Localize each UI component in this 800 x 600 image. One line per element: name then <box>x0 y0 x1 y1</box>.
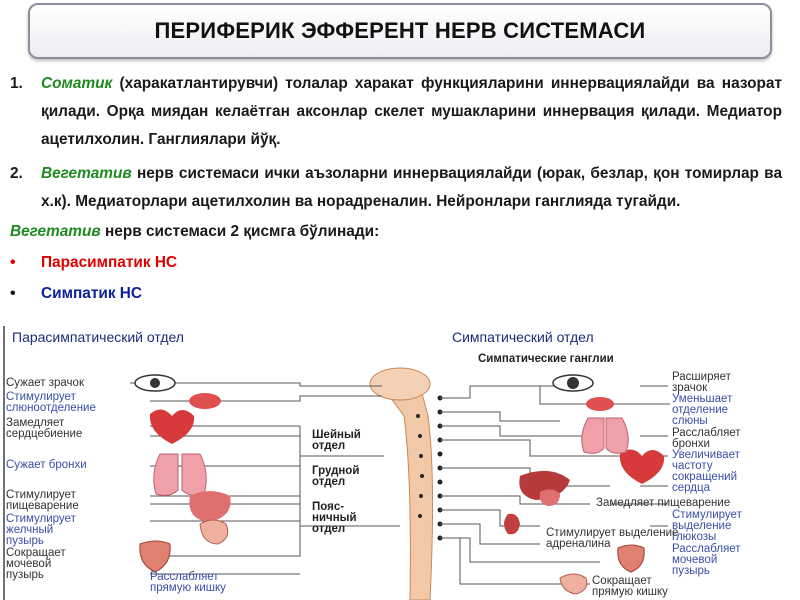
center-label-thoracic: Грудной отдел <box>312 465 360 488</box>
bullet-dot: • <box>10 285 16 302</box>
division-text: нерв системаси 2 қисмга бўлинади: <box>100 223 380 240</box>
eye-icon <box>134 374 176 392</box>
diagram-lines <box>3 326 670 600</box>
bullet-text: Парасимпатик НС <box>41 254 178 271</box>
right-label: Увеличивает частоту сокращений сердца <box>672 449 740 494</box>
right-header: Симпатический отдел <box>452 329 594 345</box>
left-label: Стимулирует пищеварение <box>6 489 79 512</box>
division-term: Вегетатив <box>10 223 101 240</box>
bullet-sympathetic: • Симпатик НС <box>10 280 782 308</box>
stomach-icon <box>539 489 560 506</box>
item-text: Соматик (харакатлантирувчи) толалар хара… <box>41 70 782 154</box>
heart-icon <box>619 449 665 484</box>
left-label: Стимулирует слюноотделение <box>6 391 96 414</box>
right-label: Расслабляет бронхи <box>672 427 741 450</box>
heart-icon <box>149 409 195 444</box>
bladder-icon <box>139 540 171 573</box>
stomach-icon <box>189 491 231 522</box>
item-body: (харакатлантирувчи) толалар харакат функ… <box>41 75 782 148</box>
left-label: Расслабляет прямую кишку <box>150 571 226 594</box>
item-body: нерв системаси ички аъзоларни иннервация… <box>41 165 782 210</box>
division-line: Вегетатив нерв системаси 2 қисмга бўлина… <box>10 218 782 246</box>
item-vegetative: 2. Вегетатив нерв системаси ички аъзолар… <box>10 160 782 216</box>
page-title: ПЕРИФЕРИК ЭФФЕРЕНТ НЕРВ СИСТЕМАСИ <box>154 18 646 43</box>
right-label: Стимулирует выделение адреналина <box>546 527 679 550</box>
salivary-gland-icon <box>189 393 221 409</box>
left-label: Стимулирует желчный пузырь <box>6 513 76 547</box>
right-label: Уменьшает отделение слюны <box>672 393 733 427</box>
left-label: Замедляет сердцебиение <box>6 417 83 440</box>
right-label: Сокращает прямую кишку <box>592 575 668 598</box>
item-number: 1. <box>10 75 23 92</box>
title-box: ПЕРИФЕРИК ЭФФЕРЕНТ НЕРВ СИСТЕМАСИ <box>28 3 772 59</box>
salivary-gland-icon <box>586 397 614 411</box>
left-label: Сужает зрачок <box>6 377 84 389</box>
left-label: Сужает бронхи <box>6 459 87 471</box>
kidney-icon <box>504 513 520 535</box>
right-label: Расширяет зрачок <box>672 371 731 394</box>
intestine-icon <box>199 519 229 545</box>
left-label: Сокращает мочевой пузырь <box>6 547 66 581</box>
ganglia-label: Симпатические ганглии <box>478 353 614 365</box>
right-label: Замедляет пищеварение <box>596 497 731 509</box>
item-number: 2. <box>10 165 23 182</box>
item-term: Соматик <box>41 75 113 92</box>
bullet-dot: • <box>10 254 16 271</box>
center-label-cervical: Шейный отдел <box>312 429 361 452</box>
nervous-system-diagram: Парасимпатический отдел Симпатический от… <box>0 326 800 600</box>
item-text: Вегетатив нерв системаси ички аъзоларни … <box>41 160 782 216</box>
bullet-text: Симпатик НС <box>41 285 143 302</box>
item-term: Вегетатив <box>41 165 132 182</box>
lungs-icon <box>153 453 207 496</box>
lungs-icon <box>581 417 629 454</box>
eye-icon <box>552 374 594 392</box>
right-label: Расслабляет мочевой пузырь <box>672 543 741 577</box>
right-label: Стимулирует выделение глюкозы <box>672 509 742 543</box>
intestine-icon <box>559 573 588 595</box>
content: 1. Соматик (харакатлантирувчи) толалар х… <box>10 70 782 308</box>
item-somatic: 1. Соматик (харакатлантирувчи) толалар х… <box>10 70 782 154</box>
bladder-icon <box>617 544 645 573</box>
center-label-lumbar: Пояс- ничный отдел <box>312 501 357 535</box>
left-header: Парасимпатический отдел <box>12 329 184 345</box>
bullet-parasympathetic: • Парасимпатик НС <box>10 249 782 277</box>
